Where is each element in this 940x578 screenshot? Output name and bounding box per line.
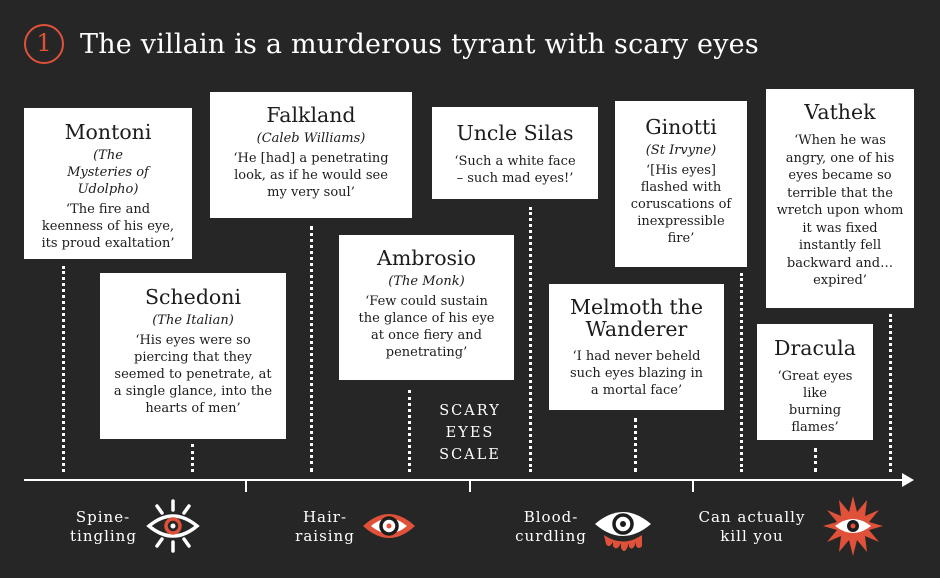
axis-arrowhead [902,473,914,487]
villain-source: (Caleb Williams) [256,131,366,146]
connector-dracula [814,448,817,472]
level-label-line: Can actually [698,508,806,526]
axis-tick [245,480,247,492]
level-label-line: curdling [515,527,587,545]
section-number-badge: 1 [24,24,64,64]
level-label-line: Blood- [523,508,579,526]
level-label-hair-raising: Hair- raising [290,508,360,546]
villain-name: Ambrosio [377,246,476,270]
villain-quote: ‘His eyes were so piercing that they see… [113,333,273,416]
villain-card-montoni: Montoni (The Mysteries of Udolpho) ‘The … [24,108,192,259]
bleeding-eye-icon [592,498,654,558]
villain-name: Dracula [774,336,856,360]
villain-name: Schedoni [144,285,242,309]
villain-card-melmoth: Melmoth the Wanderer ‘I had never beheld… [549,284,724,410]
villain-quote: ‘Great eyes like burning flames’ [777,369,853,435]
villain-source: (The Mysteries of Udolpho) [67,148,149,197]
villain-name: Vathek [804,100,876,124]
connector-ambrosio [408,390,411,472]
connector-melmoth [634,418,637,472]
level-label-blood-curdling: Blood- curdling [512,508,590,546]
scale-axis [24,479,910,481]
level-label-spine-tingling: Spine- tingling [70,508,136,546]
villain-quote: ‘Such a white face – such mad eyes!’ [454,154,576,186]
villain-card-uncle-silas: Uncle Silas ‘Such a white face – such ma… [432,107,598,199]
connector-ginotti [740,273,743,472]
villain-quote: ‘[His eyes] flashed with coruscations of… [630,163,732,246]
connector-uncle-silas [529,207,532,472]
villain-name: Falkland [266,103,356,127]
villain-name: Montoni [64,120,152,144]
villain-name: Uncle Silas [456,121,574,145]
level-label-line: Spine- [75,508,131,526]
connector-montoni [62,266,65,472]
villain-source: (The Monk) [388,274,465,289]
scale-label-line: EYES [445,425,495,441]
villain-card-vathek: Vathek ‘When he was angry, one of his ey… [766,89,914,308]
eye-with-rays-icon [145,498,201,554]
villain-name: Melmoth the Wanderer [570,295,703,341]
connector-falkland [310,226,313,472]
level-label-line: raising [295,527,355,545]
axis-tick [692,480,694,492]
page-title: The villain is a murderous tyrant with s… [80,28,759,60]
level-label-line: Hair- [302,508,348,526]
level-label-line: tingling [70,527,137,545]
villain-card-ambrosio: Ambrosio (The Monk) ‘Few could sustain t… [339,235,514,380]
axis-tick [469,480,471,492]
connector-schedoni [191,444,194,472]
scale-label-line: SCALE [439,447,501,463]
villain-source: (St Irvyne) [645,143,717,158]
villain-quote: ‘He [had] a penetrating look, as if he w… [233,151,389,200]
villain-quote: ‘Few could sustain the glance of his eye… [358,294,495,360]
level-label-line: kill you [720,527,784,545]
villain-quote: ‘When he was angry, one of his eyes beca… [776,133,904,288]
red-eye-icon [360,498,418,554]
scale-label-line: SCARY [439,403,501,419]
villain-card-ginotti: Ginotti (St Irvyne) ‘[His eyes] flashed … [615,101,747,267]
villain-card-falkland: Falkland (Caleb Williams) ‘He [had] a pe… [210,92,412,218]
villain-quote: ‘The fire and keenness of his eye, its p… [41,202,175,251]
title-row: 1 The villain is a murderous tyrant with… [24,24,759,64]
level-label-can-actually-kill-you: Can actually kill you [694,508,810,546]
villain-card-dracula: Dracula ‘Great eyes like burning flames’ [757,324,873,440]
connector-vathek [889,314,892,472]
scale-label: SCARY EYES SCALE [430,400,510,466]
villain-quote: ‘I had never beheld such eyes blazing in… [570,349,703,398]
villain-source: (The Italian) [152,313,234,328]
villain-name: Ginotti [645,115,717,139]
villain-card-schedoni: Schedoni (The Italian) ‘His eyes were so… [100,273,286,439]
exploding-eye-icon [821,494,885,558]
